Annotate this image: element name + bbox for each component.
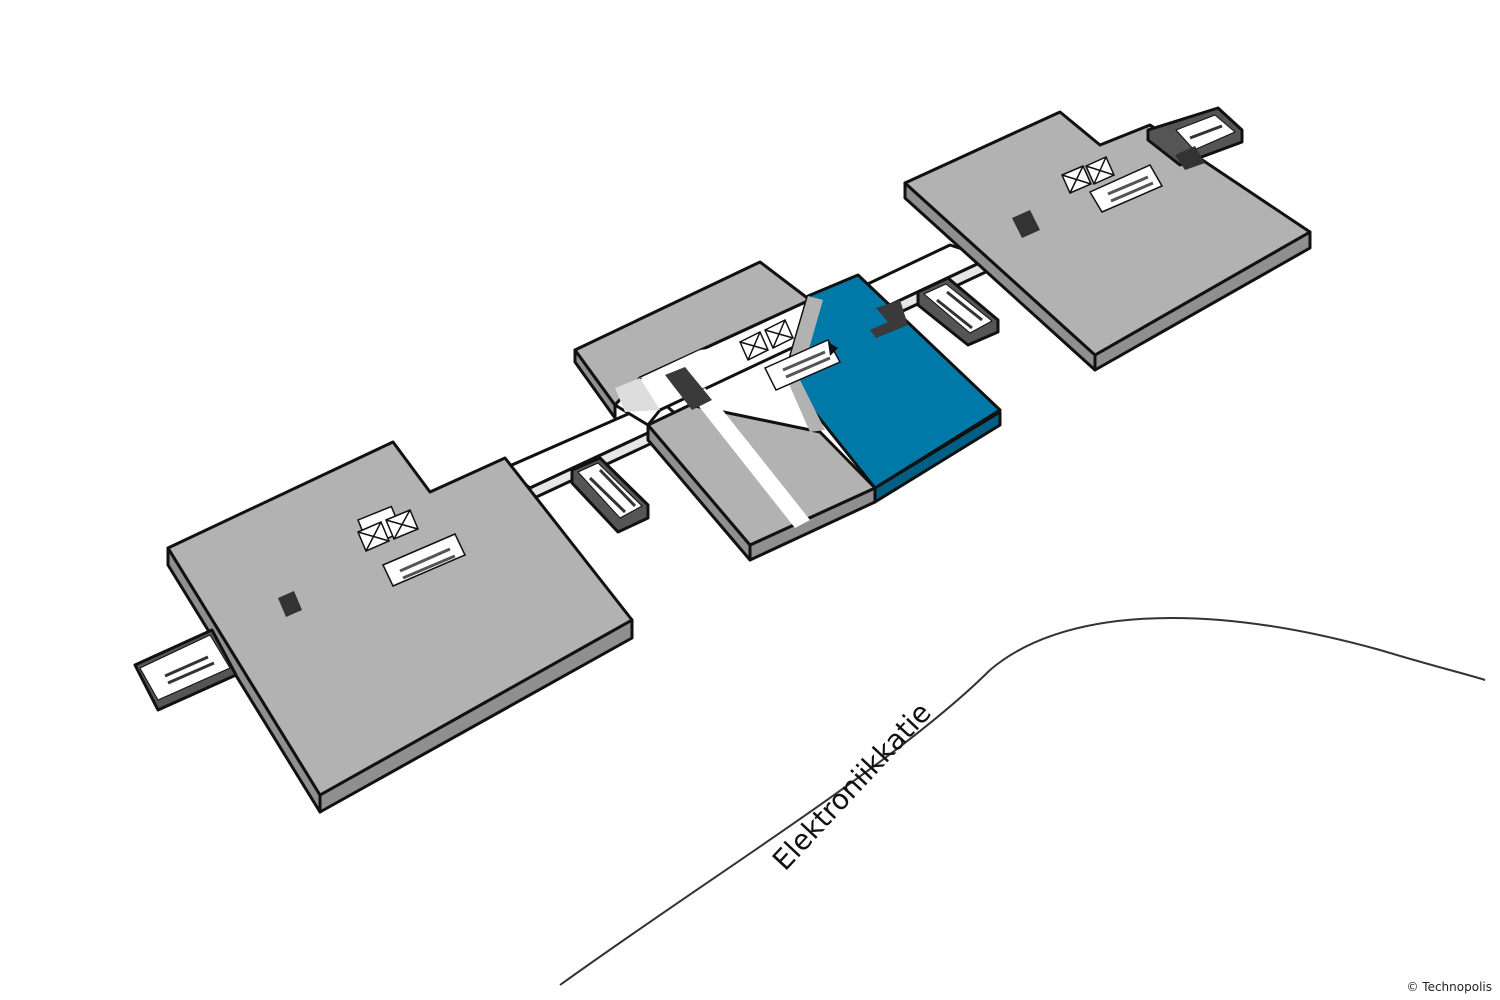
inner-room-light (615, 378, 660, 412)
stairs-icon (381, 533, 467, 587)
service-room-right-corner (1175, 146, 1205, 170)
building-left (166, 440, 634, 814)
stair-wing-middle-right (916, 276, 1000, 347)
road-line (559, 616, 1486, 986)
stairs-icon (763, 339, 842, 391)
copyright-notice: © Technopolis (1406, 980, 1492, 994)
service-room-left (278, 591, 302, 617)
service-room-middle (665, 367, 712, 410)
service-room-right (1012, 210, 1040, 238)
elevator-icon (1061, 156, 1115, 194)
elevator-icon (357, 509, 419, 552)
service-room-blue-corner (870, 300, 908, 338)
inner-corridor-top (640, 345, 740, 383)
stair-wing-middle-left (570, 456, 650, 534)
street-name-label: Elektroniikkatie (766, 696, 938, 877)
inner-corridor-middle (690, 388, 810, 528)
entrance-wing-left (133, 628, 238, 712)
entrance-wing-right (1146, 106, 1244, 167)
stairs-icon (1088, 164, 1164, 213)
elevator-icon (739, 318, 794, 362)
building-right (903, 110, 1312, 372)
entrance-arrow-icon (828, 342, 838, 356)
highlighted-unit[interactable] (783, 273, 1002, 504)
